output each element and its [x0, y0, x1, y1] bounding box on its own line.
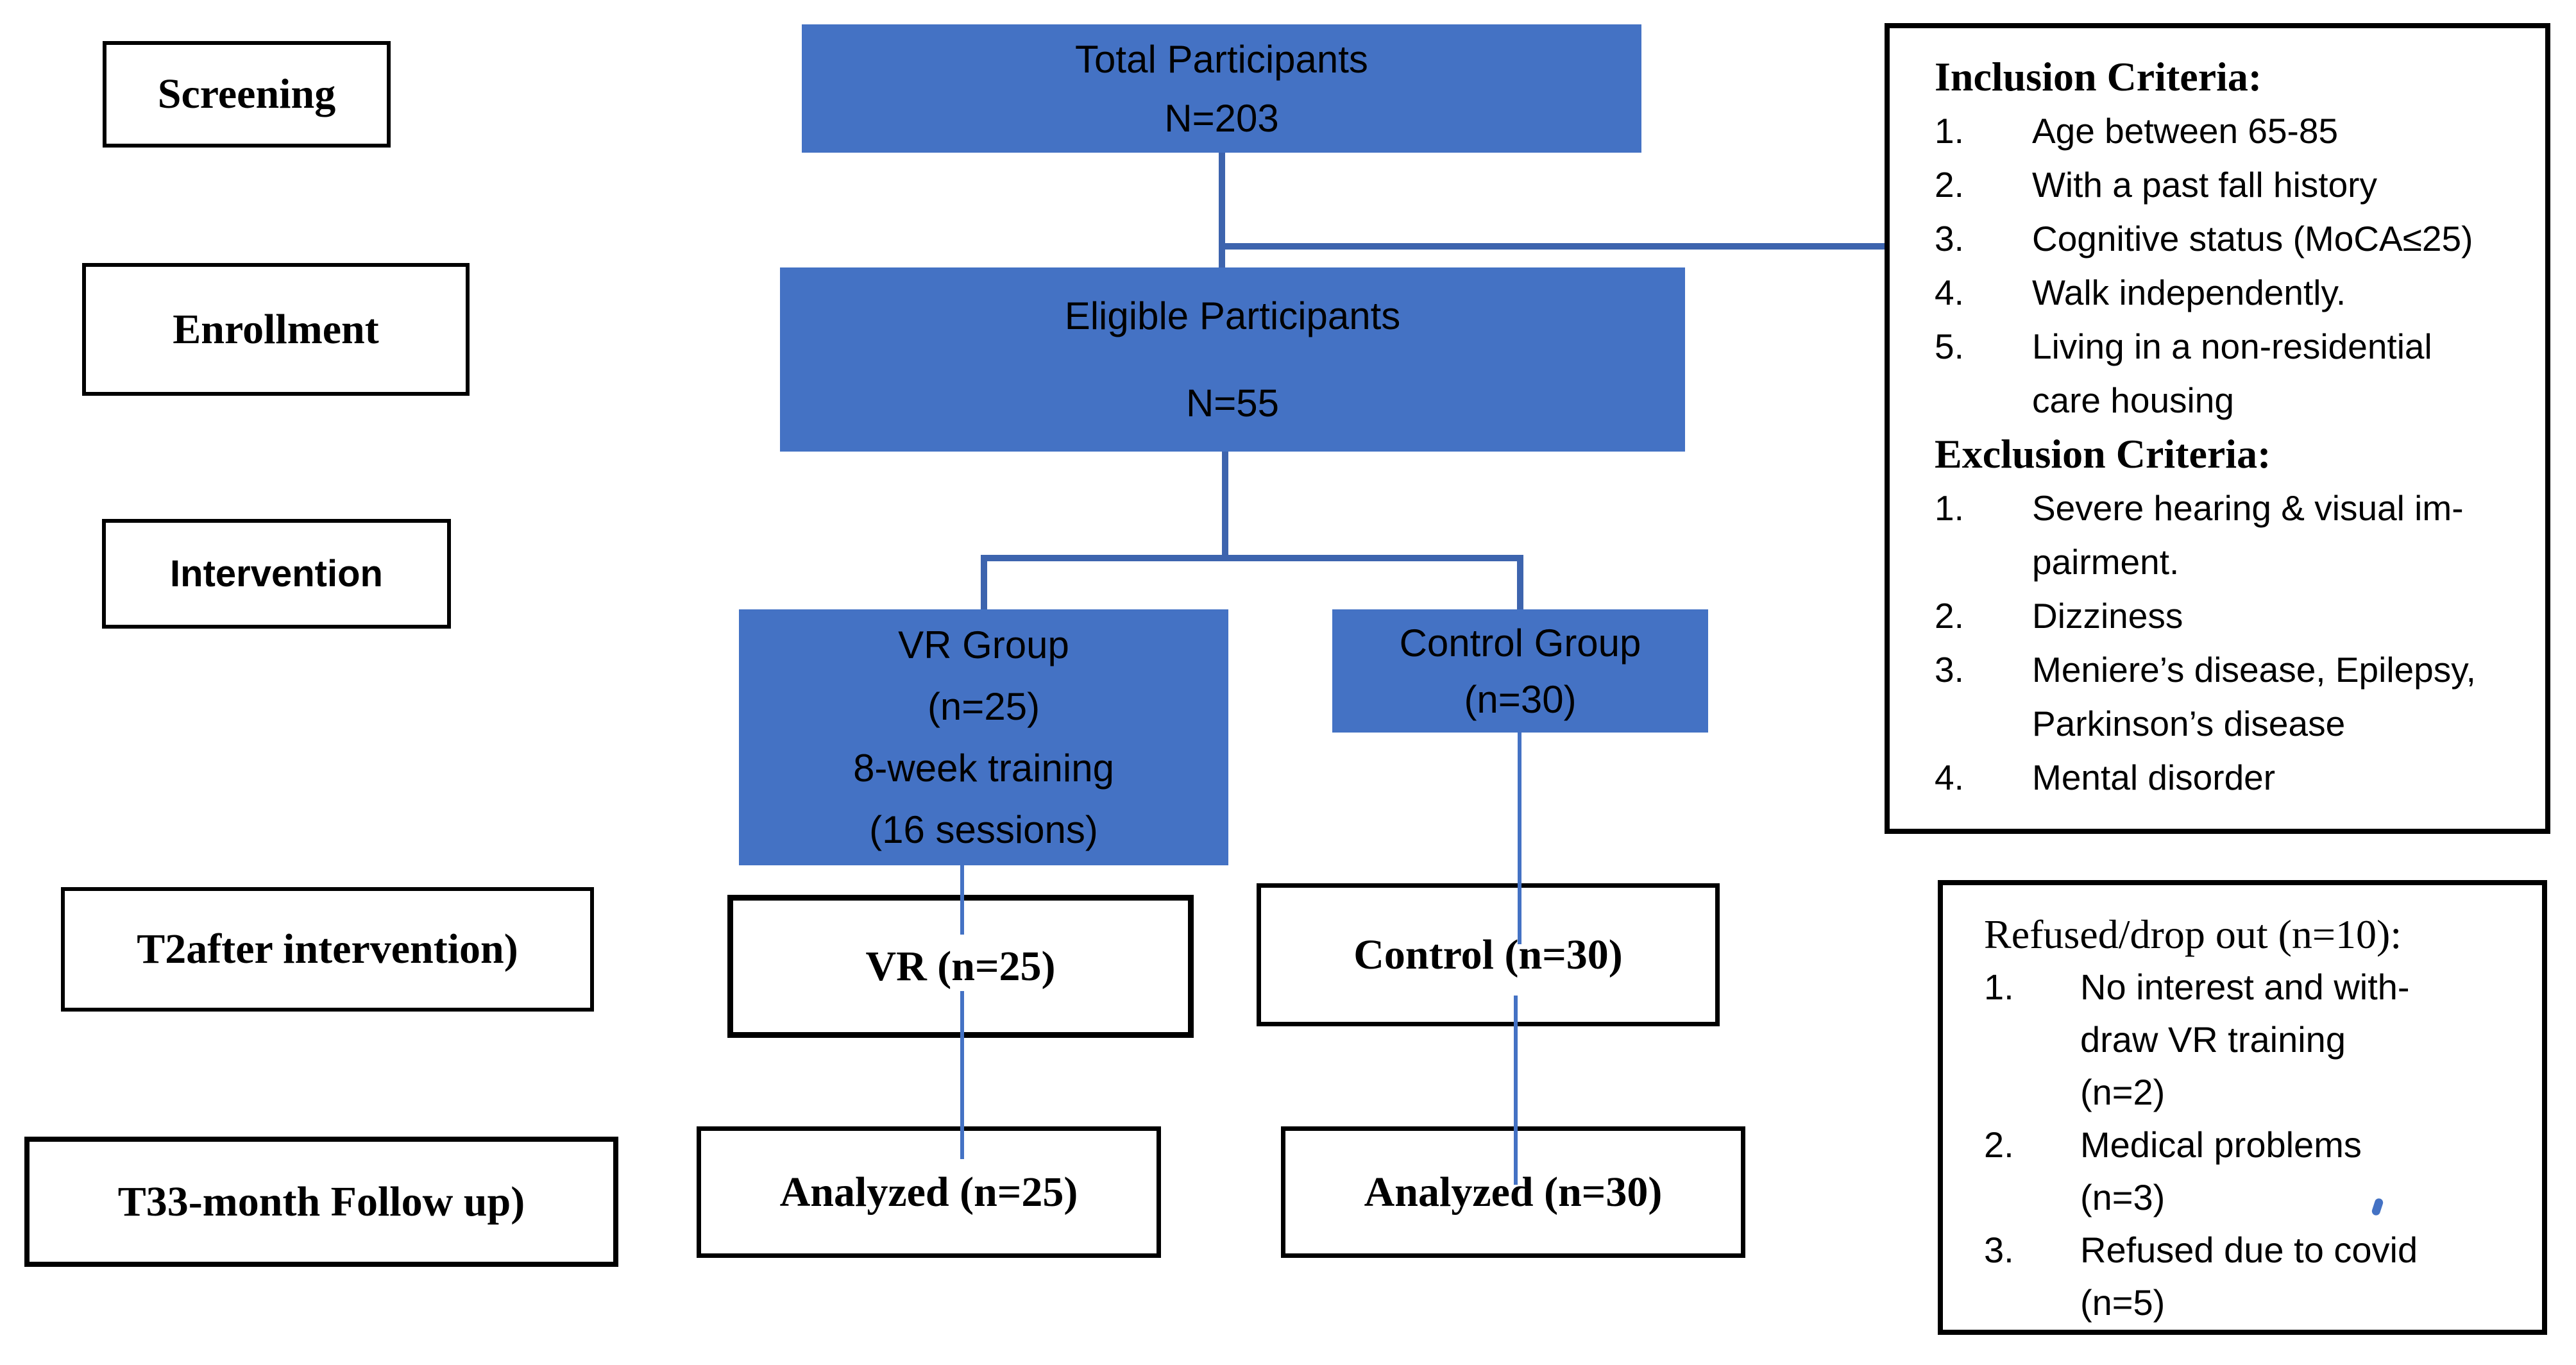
exclusion-item-1-num: 1.	[1935, 488, 1964, 528]
refused-item-3-num: 3.	[1984, 1230, 2014, 1270]
stage-label-enrollment: Enrollment	[173, 305, 379, 353]
stage-label-t2: T2after intervention)	[137, 926, 518, 972]
refused-item-2-num: 2.	[1984, 1124, 2014, 1165]
total-participants-line2: N=203	[1164, 96, 1279, 140]
connector-split-to-control-group	[1517, 555, 1523, 609]
exclusion-item-3-num: 3.	[1935, 650, 1964, 690]
connector-eligible-to-split	[1222, 452, 1228, 561]
inclusion-item-2-text: With a past fall history	[2032, 165, 2377, 205]
exclusion-item-2: 2. Dizziness	[1935, 589, 2526, 643]
connector-total-to-eligible	[1219, 153, 1225, 267]
inclusion-item-1-num: 1.	[1935, 111, 1964, 151]
flow-box-control-group: Control Group (n=30)	[1332, 609, 1708, 733]
inclusion-item-4-text: Walk independently.	[2032, 273, 2346, 312]
exclusion-item-1-text: Severe hearing & visual im- pairment.	[2032, 488, 2464, 582]
connector-vrafter-to-analyzed	[960, 991, 964, 1159]
stage-box-enrollment: Enrollment	[82, 263, 470, 396]
exclusion-item-1: 1. Severe hearing & visual im- pairment.	[1935, 481, 2526, 589]
stage-label-intervention: Intervention	[170, 553, 383, 595]
refused-item-1-text: No interest and with- draw VR training (…	[2080, 967, 2410, 1112]
stage-box-t2: T2after intervention)	[61, 887, 594, 1012]
refused-item-1: 1. No interest and with- draw VR trainin…	[1984, 961, 2527, 1119]
connector-branch-to-criteria	[1219, 243, 1885, 250]
control-group-line2: (n=30)	[1464, 677, 1577, 721]
stage-label-screening: Screening	[157, 71, 336, 117]
inclusion-item-3: 3. Cognitive status (MoCA≤25)	[1935, 212, 2526, 266]
inclusion-item-5: 5. Living in a non-residential care hous…	[1935, 319, 2526, 427]
inclusion-item-4: 4. Walk independently.	[1935, 266, 2526, 319]
control-group-line1: Control Group	[1399, 621, 1641, 665]
exclusion-item-4-text: Mental disorder	[2032, 758, 2276, 797]
flow-box-control-after: Control (n=30)	[1257, 883, 1720, 1026]
inclusion-item-1-text: Age between 65-85	[2032, 111, 2339, 151]
vr-group-line1: VR Group	[898, 623, 1069, 667]
refused-item-2-text: Medical problems (n=3)	[2080, 1124, 2362, 1217]
inclusion-criteria-title: Inclusion Criteria:	[1935, 54, 2262, 99]
eligible-participants-line1: Eligible Participants	[1064, 294, 1401, 338]
refused-panel: Refused/drop out (n=10): 1. No interest …	[1938, 880, 2547, 1335]
connector-split-to-vr-group	[981, 555, 987, 609]
inclusion-item-1: 1. Age between 65-85	[1935, 104, 2526, 158]
total-participants-line1: Total Participants	[1075, 37, 1368, 81]
inclusion-item-2: 2. With a past fall history	[1935, 158, 2526, 212]
flow-box-analyzed-vr: Analyzed (n=25)	[697, 1126, 1161, 1258]
exclusion-item-2-text: Dizziness	[2032, 596, 2183, 636]
inclusion-item-3-num: 3.	[1935, 219, 1964, 259]
refused-item-3-text: Refused due to covid (n=5)	[2080, 1230, 2418, 1323]
eligible-participants-line2: N=55	[1185, 381, 1280, 425]
stage-box-intervention: Intervention	[102, 519, 451, 629]
stage-label-t3: T33-month Follow up)	[117, 1178, 525, 1225]
flow-box-total-participants: Total Participants N=203	[802, 24, 1641, 153]
stage-box-screening: Screening	[103, 41, 391, 148]
stage-box-t3: T33-month Follow up)	[24, 1137, 618, 1267]
inclusion-item-2-num: 2.	[1935, 165, 1964, 205]
control-after-label: Control (n=30)	[1353, 931, 1623, 978]
connector-vrgroup-to-vrafter	[960, 865, 964, 935]
refused-item-3: 3. Refused due to covid (n=5)	[1984, 1224, 2527, 1329]
flow-box-analyzed-control: Analyzed (n=30)	[1281, 1126, 1745, 1258]
analyzed-vr-label: Analyzed (n=25)	[779, 1168, 1078, 1216]
vr-after-label: VR (n=25)	[865, 942, 1056, 990]
refused-title: Refused/drop out (n=10):	[1984, 911, 2402, 957]
connector-controlafter-to-analyzed	[1514, 996, 1518, 1185]
exclusion-criteria-title: Exclusion Criteria:	[1935, 431, 2271, 477]
vr-group-line3: 8-week training	[853, 746, 1114, 790]
exclusion-item-3: 3. Meniere’s disease, Epilepsy, Parkinso…	[1935, 643, 2526, 750]
inclusion-item-4-num: 4.	[1935, 273, 1964, 312]
exclusion-item-3-text: Meniere’s disease, Epilepsy, Parkinson’s…	[2032, 650, 2476, 743]
inclusion-item-5-num: 5.	[1935, 326, 1964, 366]
exclusion-item-2-num: 2.	[1935, 596, 1964, 636]
flow-box-eligible-participants: Eligible Participants N=55	[780, 267, 1685, 452]
connector-controlgroup-to-controlafter	[1518, 733, 1521, 944]
analyzed-control-label: Analyzed (n=30)	[1364, 1168, 1663, 1216]
criteria-panel: Inclusion Criteria: 1. Age between 65-85…	[1885, 23, 2550, 834]
flow-box-vr-group: VR Group (n=25) 8-week training (16 sess…	[739, 609, 1228, 865]
exclusion-item-4: 4. Mental disorder	[1935, 750, 2526, 804]
refused-item-1-num: 1.	[1984, 967, 2014, 1007]
exclusion-item-4-num: 4.	[1935, 758, 1964, 797]
inclusion-item-5-text: Living in a non-residential care housing	[2032, 326, 2432, 420]
connector-split-horizontal	[981, 555, 1523, 561]
vr-group-line4: (16 sessions)	[869, 808, 1098, 851]
refused-item-2: 2. Medical problems (n=3)	[1984, 1119, 2527, 1224]
vr-group-line2: (n=25)	[927, 685, 1040, 729]
inclusion-item-3-text: Cognitive status (MoCA≤25)	[2032, 219, 2473, 259]
